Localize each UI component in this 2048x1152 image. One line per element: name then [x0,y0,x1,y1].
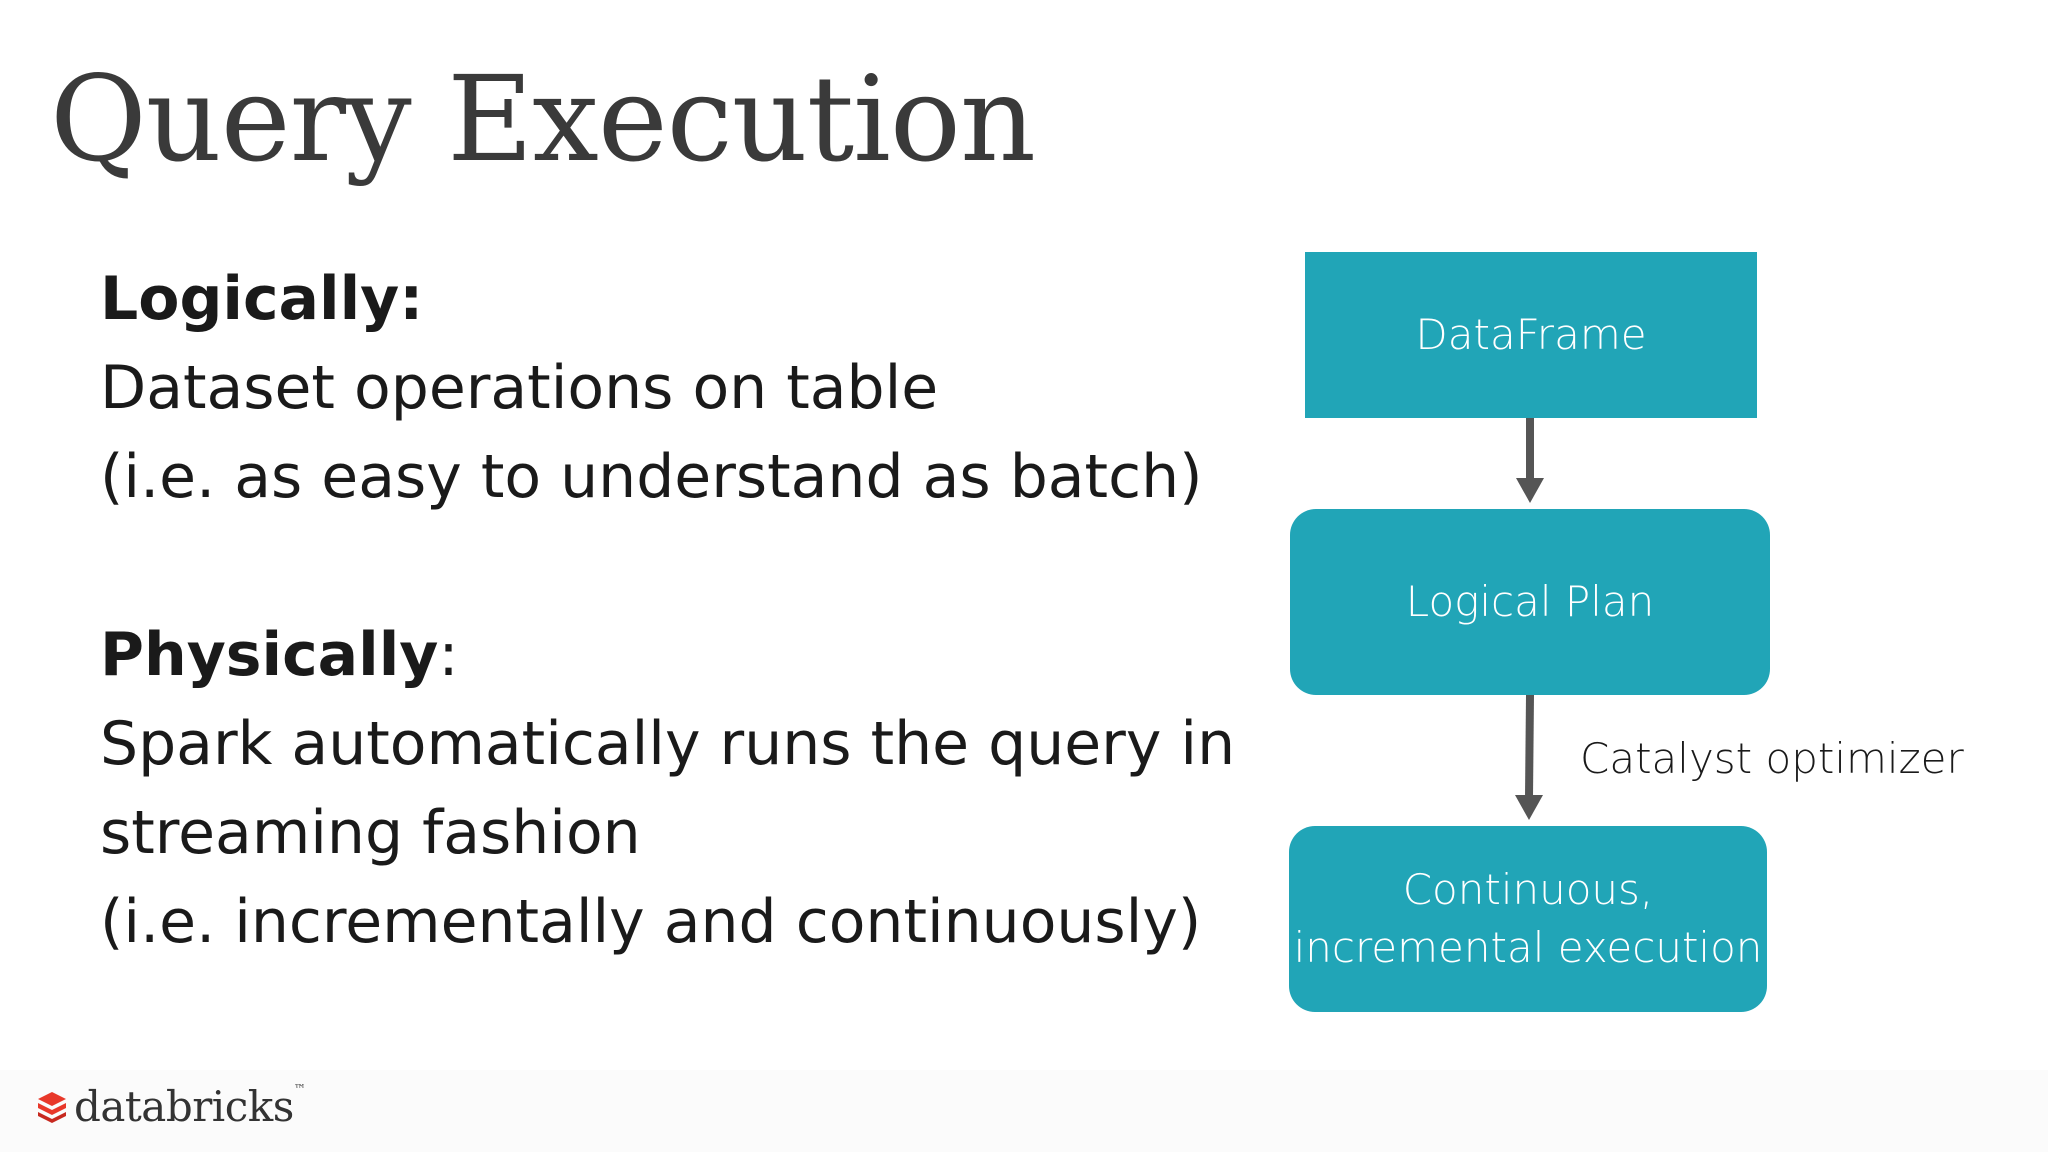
spacer [100,522,1200,611]
slide-title: Query Execution [50,50,1036,188]
physically-line-2: streaming fashion [100,798,641,868]
databricks-logo-icon [38,1091,66,1123]
arrow-dataframe-to-plan [1516,418,1544,503]
databricks-logo-tm: ™ [293,1082,306,1096]
node-execution-line-1: Continuous, [1402,865,1654,914]
logically-line-2: (i.e. as easy to understand as batch) [100,442,1203,512]
arrow-plan-to-execution [1515,694,1543,820]
logically-line-1: Dataset operations on table [100,353,939,423]
body-text: Logically: Dataset operations on table (… [100,255,1236,967]
node-logical-plan-label: Logical Plan [1405,577,1655,626]
node-dataframe-label: DataFrame [1415,310,1647,359]
physically-line-1: Spark automatically runs the query in [100,709,1236,779]
databricks-logo-text: databricks™ [74,1082,306,1131]
logically-heading: Logically: [100,264,424,334]
node-dataframe: DataFrame [1305,252,1757,418]
physically-line-3: (i.e. incrementally and continuously) [100,887,1202,957]
node-execution: Continuous, incremental execution [1289,826,1767,1012]
node-logical-plan: Logical Plan [1290,509,1770,695]
physically-heading-line: Physically: [100,611,1200,700]
footer-band [0,1070,2048,1152]
node-execution-line-2: incremental execution [1293,923,1763,972]
node-execution-label: Continuous, incremental execution [1294,861,1763,977]
physically-colon: : [438,620,459,690]
databricks-logo-wordmark: databricks [74,1082,294,1131]
physically-heading: Physically [100,620,439,690]
edge-label-catalyst: Catalyst optimizer [1580,734,1964,783]
databricks-logo: databricks™ [36,1082,306,1131]
